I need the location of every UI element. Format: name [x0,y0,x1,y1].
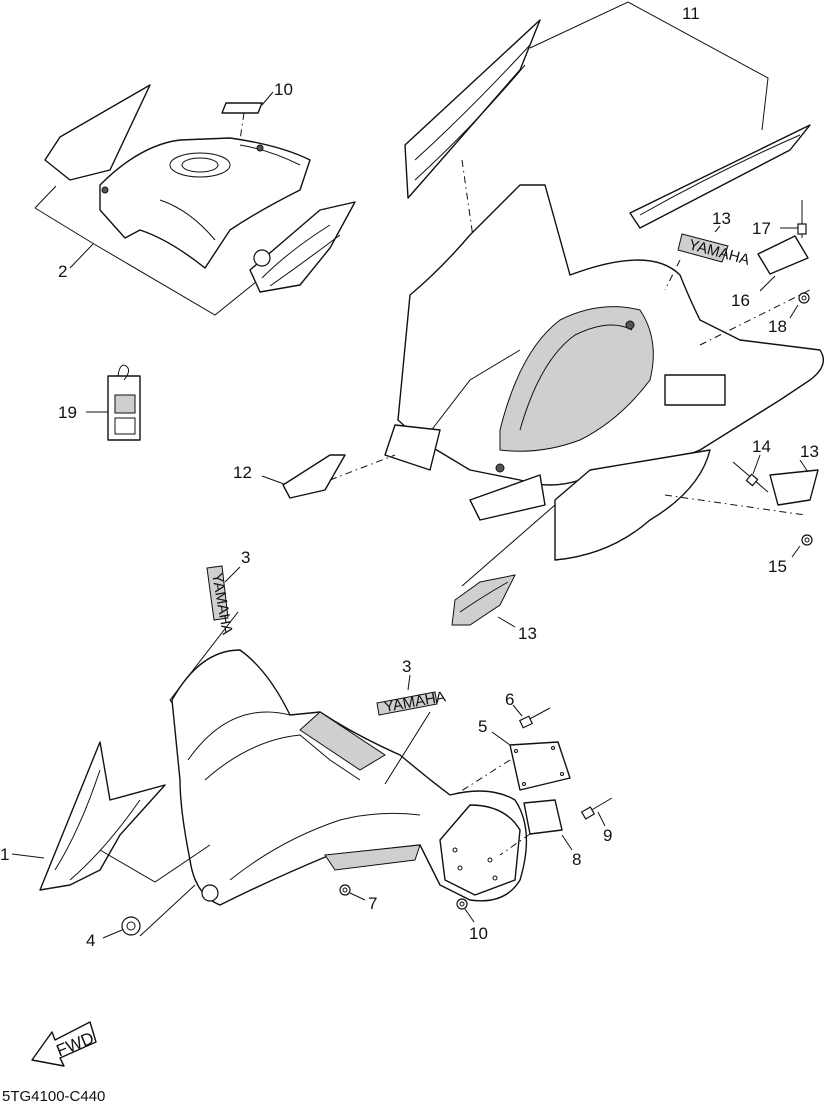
callout-7: 7 [368,894,377,913]
part-2-tank-cover [99,137,311,269]
callout-13a: 12 [233,463,252,482]
part-4-emblem: 4 [86,884,196,950]
callout-21: 19 [58,403,77,422]
part-2-decal-right [249,201,356,293]
callout-9: 9 [603,826,612,845]
front-fender-right-flap [439,804,521,896]
part-13-decal-lower: 13 [451,504,556,643]
callout-20: 18 [768,317,787,336]
callout-2: 2 [58,262,67,281]
front-fender-body [171,649,528,906]
callout-1: 1 [0,845,9,864]
rear-fender-lower-panel [554,449,711,561]
callout-13b: 13 [518,624,537,643]
callout-8: 8 [572,850,581,869]
part-3-decal-vertical: YAMAHA 3 [169,548,250,736]
seat-brand-text: YAMAHA [687,236,752,269]
part-18-plate: 16 [731,235,809,310]
callout-3b: 3 [402,657,411,676]
part-20-washer: 18 [768,292,810,336]
drawing-code: 5TG4100-C440 [2,1088,105,1104]
rear-fender-seat-well [499,306,654,452]
part-16-rivet: 14 [732,437,771,493]
part-19-rivet: 17 [752,200,807,238]
callout-19: 17 [752,219,771,238]
part-1-front-decal: 1 [0,741,211,891]
part-2-side-cover-assembly: 2 [34,84,356,316]
callout-12: 11 [682,4,700,23]
part-6-rivet: 6 [505,690,551,729]
callout-10: 10 [469,924,488,943]
callout-4: 4 [86,931,95,950]
part-12-rear-decal-set: 11 [404,1,811,273]
fwd-label: FWD [54,1028,97,1060]
part-5-plate: 5 [454,717,571,796]
part-13-decal-upper: 12 [233,454,396,499]
callout-5: 5 [478,717,487,736]
callout-14: 13 [712,209,731,228]
callout-6: 6 [505,690,514,709]
callout-17: 15 [768,557,787,576]
rear-fender-assembly [384,184,824,561]
part-12-decal-left [404,19,541,199]
callout-11: 10 [274,80,293,99]
callout-18: 16 [731,291,750,310]
rear-fender-right-flap [469,474,546,521]
part-9-rivet: 9 [580,797,612,845]
part-17-washer: 15 [768,534,813,576]
part-11-emblem: 10 [221,80,293,141]
part-8-plate: 8 [499,799,581,869]
front-brand-text: YAMAHA [383,688,447,716]
part-21-label-tag: 19 [58,364,141,441]
part-10-washer: 10 [456,898,488,943]
fwd-arrow-icon: FWD [31,1021,97,1067]
part-15-plate: 13 [769,442,819,506]
callout-3a: 3 [241,548,250,567]
part-7-washer: 7 [339,884,377,913]
callout-16: 14 [752,437,771,456]
front-fender-assembly [171,649,528,906]
rear-fender-left-flap [384,424,441,471]
callout-15: 13 [800,442,819,461]
part-2-decal-left [44,84,151,181]
